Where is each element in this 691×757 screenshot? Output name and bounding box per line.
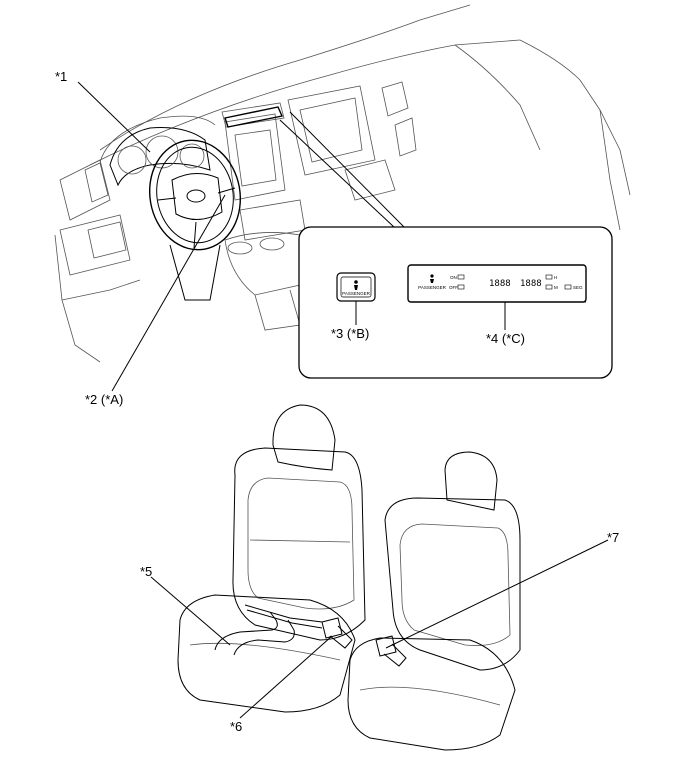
detail-callout-box: PASSENGER PASSENGER ON OFF 1888 1888 H M… bbox=[298, 226, 613, 379]
front-passenger-seat bbox=[177, 404, 366, 713]
label-5: *5 bbox=[140, 564, 152, 579]
leader-lines bbox=[77, 81, 609, 719]
display-digits-right: 1888 bbox=[520, 279, 542, 289]
label-2: *2 (*A) bbox=[85, 392, 123, 407]
airbag-person-icon bbox=[354, 280, 358, 290]
label-1: *1 bbox=[55, 69, 67, 84]
dash-display-location bbox=[224, 106, 406, 229]
display-digits-left: 1888 bbox=[489, 279, 511, 289]
label-7: *7 bbox=[607, 530, 619, 545]
display-on-label: ON bbox=[450, 275, 457, 280]
front-driver-seat bbox=[347, 451, 521, 751]
display-off-label: OFF bbox=[449, 285, 458, 290]
display-airbag-icon bbox=[430, 274, 434, 283]
label-4: *4 (*C) bbox=[486, 331, 525, 346]
display-caption: PASSENGER bbox=[418, 285, 446, 290]
airbag-indicator-display: PASSENGER ON OFF 1888 1888 H M SEG bbox=[407, 264, 587, 303]
seatbelt-buckle-rear bbox=[375, 635, 407, 667]
display-seg-label: SEG bbox=[573, 285, 583, 290]
seatbelt-buckle-front bbox=[321, 617, 353, 649]
occupant-sensor-wiring bbox=[214, 604, 323, 656]
switch-caption: PASSENGER bbox=[342, 291, 370, 296]
display-h-label: H bbox=[554, 275, 557, 280]
label-3: *3 (*B) bbox=[331, 326, 369, 341]
passenger-airbag-switch: PASSENGER bbox=[336, 272, 376, 302]
label-6: *6 bbox=[230, 719, 242, 734]
display-m-label: M bbox=[554, 285, 558, 290]
